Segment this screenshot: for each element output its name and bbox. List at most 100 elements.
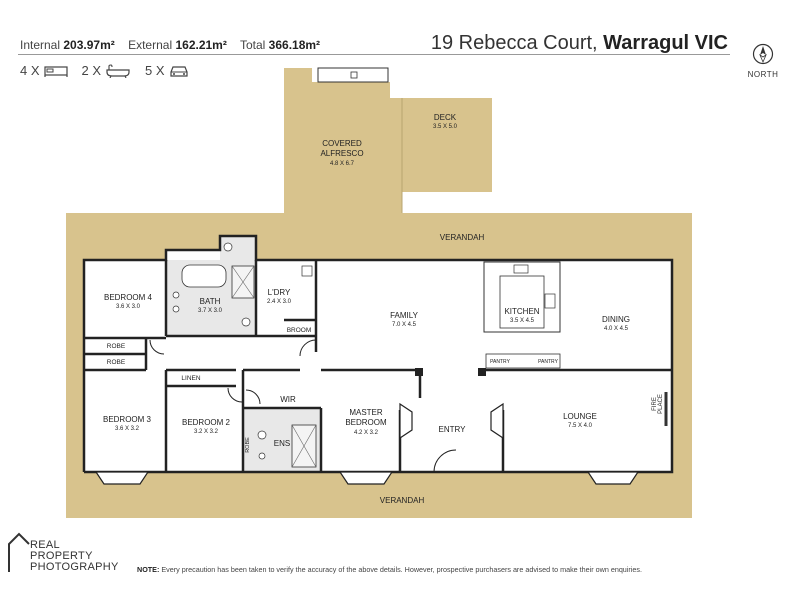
bath-dims: 3.7 X 3.0 [198,308,223,314]
logo-line-2: PROPERTY [30,550,93,562]
bathroom-count-text: 2 X [81,63,102,78]
ldry-dims: 2.4 X 3.0 [267,299,292,305]
pantry2-label: PANTRY [538,359,558,365]
toilet-powder [223,242,233,252]
external-label: External [128,38,173,52]
bedroom2-dims: 3.2 X 3.2 [194,429,219,435]
total-label: Total [239,38,266,52]
bay-window-entry-left [399,402,413,440]
north-indicator [752,42,774,71]
bath-name: BATH [200,297,221,306]
fireplace-label-2: PLACE [658,394,664,414]
room-labels: COVERED ALFRESCO 4.8 X 6.7 DECK 3.5 X 5.… [103,113,664,505]
car-icon [169,65,188,77]
alfresco-name-2: ALFRESCO [320,149,363,158]
car-count: 5 X [145,63,189,78]
kitchen-island-inner [499,275,545,329]
door-family [299,339,317,357]
bedroom3-dims: 3.6 X 3.2 [115,426,140,432]
ldry-name: L'DRY [268,288,291,297]
bay-window-bed3 [94,471,150,485]
dining-dims: 4.0 X 4.5 [604,326,629,332]
fireplace-label-1: FIRE [652,397,658,411]
bedroom2-name: BEDROOM 2 [182,418,231,427]
external-value: 162.21m² [175,38,227,52]
lounge-dims: 7.5 X 4.0 [568,423,593,429]
note-text: Every precaution has been taken to verif… [161,565,642,574]
bathroom-count: 2 X [82,63,132,78]
deck-area [402,98,492,192]
north-compass-icon [752,43,774,65]
robe2-label: ROBE [107,359,126,366]
bathtub [181,264,227,288]
cooktop [544,293,556,309]
deck-dims: 3.5 X 5.0 [433,124,458,130]
ensuite-shower-cross-2 [291,424,317,468]
bedroom-count-text: 4 X [20,63,40,78]
basin-ensuite [258,452,266,460]
bay-windows [94,402,640,485]
note-label: NOTE: [137,565,160,574]
bedroom3-name: BEDROOM 3 [103,415,152,424]
sink [513,264,529,274]
kitchen-dims: 3.5 X 4.5 [510,318,535,324]
company-name: REAL PROPERTY PHOTOGRAPHY [30,540,119,573]
robe3-label: ROBE [245,437,251,453]
family-name: FAMILY [390,311,419,320]
alfresco-post [350,71,358,79]
property-address: 19 Rebecca Court, Warragul VIC [431,32,728,55]
kitchen-island [483,261,561,333]
north-label: NORTH [747,70,779,79]
door-wir [245,389,261,405]
verandah-top-label: VERANDAH [440,233,485,242]
column-left [415,368,423,376]
dining-name: DINING [602,315,630,324]
column-right [478,368,486,376]
wir-label: WIR [280,395,296,404]
bedroom-count: 4 X [20,63,68,78]
bedroom4-dims: 3.6 X 3.0 [116,304,141,310]
basin-bath-2 [172,305,180,313]
linen-label: LINEN [181,375,200,382]
door-bed4 [149,339,165,355]
alfresco-dims: 4.8 X 6.7 [330,161,355,167]
alfresco-name-1: COVERED [322,139,362,148]
car-count-text: 5 X [145,63,165,78]
verandah-bottom-label: VERANDAH [380,496,425,505]
bed-icon [43,65,68,77]
master-dims: 4.2 X 3.2 [354,430,379,436]
toilet-bath [241,317,251,327]
house-interior [84,236,672,472]
ens-label: ENS [274,439,290,448]
logo-line-3: PHOTOGRAPHY [30,561,119,573]
basin-bath-1 [172,291,180,299]
disclaimer-note: NOTE: Every precaution has been taken to… [137,565,642,574]
broom-label: BROOM [287,327,312,334]
master-name-1: MASTER [349,408,383,417]
entry-label: ENTRY [439,425,467,434]
area-summary: Internal 203.97m² External 162.21m² Tota… [20,38,330,52]
header-divider [18,54,730,55]
deck-name: DECK [434,113,457,122]
bay-window-master [338,471,394,485]
feature-counts: 4 X 2 X 5 X [20,63,189,78]
toilet-ensuite [257,430,267,440]
laundry-tub [301,265,313,277]
internal-value: 203.97m² [63,38,115,52]
master-name-2: BEDROOM [345,418,387,427]
robe1-label: ROBE [107,343,126,350]
company-logo [8,532,30,572]
lounge-name: LOUNGE [563,412,597,421]
door-entry [433,449,457,473]
bathtub-icon [106,63,130,78]
bath-shower-cross-2 [231,265,255,299]
pantry-bench [485,353,561,369]
doors [149,339,457,473]
pantry1-label: PANTRY [490,359,510,365]
bay-window-entry-right [490,402,504,440]
family-dims: 7.0 X 4.5 [392,322,417,328]
bedroom4-name: BEDROOM 4 [104,293,153,302]
kitchen-name: KITCHEN [504,307,539,316]
covered-alfresco-area [284,68,402,213]
door-bed2 [227,387,243,403]
